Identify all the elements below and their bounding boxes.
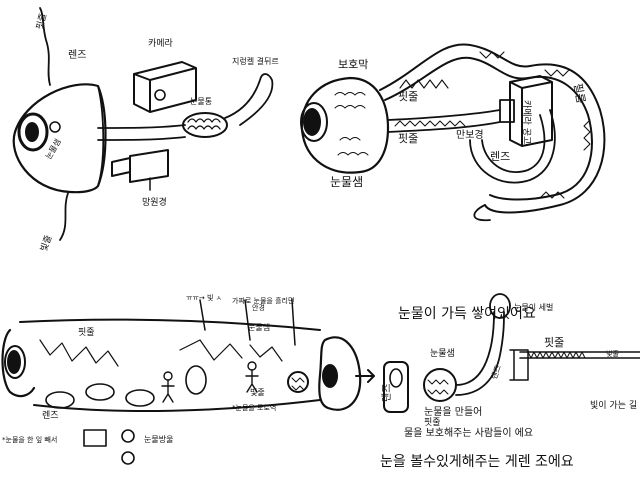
label-curtain: 지렁켈 결뒤르 — [232, 56, 279, 66]
label-bottom-sentence: 눈을 볼수있게해주는 게렌 조에요 — [380, 454, 574, 470]
label-vessel-left: 핏줄 — [34, 12, 49, 31]
label-vessel-bl: 핏줄 — [78, 327, 95, 338]
panel-bottom-right: 눈물이 가득 쌓여있어요 눈물이 세벌 렌즈 눈물샘 핏줄 빛줄 렌즈 눈물을 … — [380, 293, 640, 470]
eye-bottom-mid — [318, 336, 362, 411]
label-vessel-br: 핏줄 — [544, 336, 564, 349]
label-storage-box: 카메라 공고 — [521, 100, 532, 144]
tear-bulb — [489, 293, 511, 319]
pupil — [25, 122, 39, 142]
arrow-icon — [355, 369, 375, 383]
vessel-loop — [379, 43, 606, 214]
telescope — [111, 149, 169, 183]
iris — [17, 112, 49, 152]
label-sentence2: 물을 보호해주는 사람들이 에요 — [404, 426, 533, 439]
tear-gland-blob — [182, 112, 228, 138]
label-drop: *눈물을 도로역 — [232, 403, 276, 412]
label-vessel-br2: 핏줄 — [424, 417, 441, 428]
panel-top-left: 렌즈 카메라 지렁켈 결뒤르 눈물통 눈물샘 망원경 빛줄 핏줄 — [12, 7, 279, 253]
label-note-right: 가짜로 눈물을 흘리면 — [232, 296, 294, 305]
label-tears-full: 눈물이 가득 쌓여있어요 — [398, 306, 536, 322]
label-nerve-br: 빛줄 — [606, 349, 619, 358]
panel-bottom-left: 핏줄 렌즈 눈물방울 빛줄 ㅠㅠ→ 빛 ㅅ *눈물을 도로역 *눈물을 한 잎 … — [1, 293, 375, 465]
lens-small — [499, 99, 515, 123]
label-lens: 렌즈 — [68, 49, 86, 61]
label-microscope: 만보경 — [456, 128, 484, 141]
label-lens-bl: 렌즈 — [42, 410, 59, 421]
camera-box — [133, 61, 197, 113]
label-sentence1: 눈물을 만들어 — [424, 406, 482, 418]
label-retina: 보호막 — [338, 58, 368, 71]
eye-dome — [12, 83, 107, 194]
label-side-note: 빛이 가는 길 — [590, 400, 637, 411]
label-tear-gland-right: 눈물샘 — [330, 175, 363, 189]
label-tear-gland-bl: 눈물샘 — [248, 323, 270, 332]
eye-right-dome — [300, 76, 390, 174]
label-vessel-top: 핏줄 — [398, 90, 418, 103]
label-lens-right: 렌즈 — [490, 150, 510, 163]
label-nerve-bl: 빛줄 — [250, 387, 265, 397]
label-lens-small-br: 렌즈 — [488, 363, 502, 380]
storage-box — [509, 75, 553, 147]
panel-top-right: 보호막 핏줄 핏줄 눈물샘 만보경 렌즈 카메라 공고 필름 — [300, 43, 606, 222]
label-glasses: 안경 — [252, 303, 265, 312]
label-telescope: 망원경 — [142, 196, 167, 208]
light-strand-top — [39, 7, 51, 86]
label-tear-gland-br: 눈물샘 — [430, 348, 455, 359]
vessel-tube — [19, 318, 321, 413]
lens-box — [383, 361, 409, 413]
pupil-bottom-left — [7, 350, 21, 374]
label-tear-water: 눈물통 — [190, 97, 212, 106]
light-strand-bottom — [59, 192, 69, 241]
label-lens-br: 렌즈 — [381, 384, 393, 402]
pupil-right — [303, 108, 321, 136]
tear-drop — [287, 371, 309, 393]
label-bottom-text: *눈물을 한 잎 빼서 — [2, 435, 57, 444]
label-tear-cell: 눈물이 세벌 — [514, 302, 553, 312]
eye-bottom-right — [423, 368, 457, 402]
label-light: 빛줄 — [38, 234, 54, 253]
label-vessel-mid: 핏줄 — [398, 132, 418, 145]
label-light-lines: ㅠㅠ→ 빛 ㅅ — [186, 293, 222, 302]
label-camera: 카메라 — [148, 38, 174, 49]
label-tear-bubble: 눈물방울 — [144, 434, 173, 444]
label-film: 필름 — [571, 82, 587, 104]
